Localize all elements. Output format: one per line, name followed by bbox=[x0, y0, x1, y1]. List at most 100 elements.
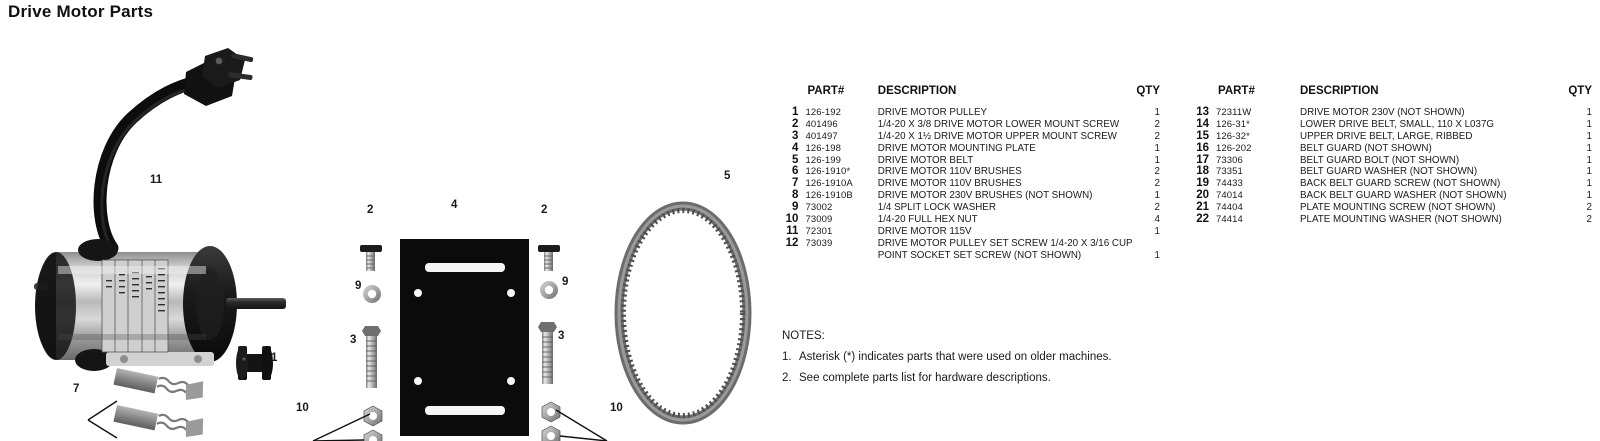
row-description: PLATE MOUNTING WASHER (NOT SHOWN) bbox=[1300, 214, 1502, 226]
plate-slot-bottom bbox=[425, 406, 505, 415]
row-description: DRIVE MOTOR 110V BRUSHES bbox=[877, 166, 1022, 178]
row-description: BELT GUARD WASHER (NOT SHOWN) bbox=[1300, 166, 1478, 178]
row-description: 1/4-20 X 3/8 DRIVE MOTOR LOWER MOUNT SCR… bbox=[877, 118, 1120, 130]
row-item-number: 6 bbox=[792, 165, 799, 178]
parts-illustration: 11 7 1 2 2 9 9 3 3 4 10 10 5 bbox=[0, 28, 780, 441]
belt-teeth bbox=[621, 208, 745, 418]
motor-brushes-group bbox=[87, 368, 204, 439]
plate-hole-tr bbox=[507, 289, 515, 297]
row-qty: 1 bbox=[1154, 106, 1160, 118]
row-description: 1/4 SPLIT LOCK WASHER bbox=[877, 202, 996, 214]
power-cord-highlight bbox=[100, 85, 197, 250]
row-item-number: 8 bbox=[792, 189, 799, 202]
table-row: 2 401496 1/4-20 X 3/8 DRIVE MOTOR LOWER MO… bbox=[782, 118, 1160, 131]
row-item-number: 18 bbox=[1196, 165, 1209, 178]
motor-brush-cap-bottom bbox=[75, 349, 113, 371]
split-lock-washer-left bbox=[363, 285, 381, 303]
split-lock-washer-right bbox=[540, 281, 558, 299]
row-item-number: 20 bbox=[1196, 189, 1209, 202]
row-item-number: 9 bbox=[792, 201, 799, 214]
row-part-number: 73002 bbox=[805, 202, 833, 214]
table-row-continuation: POINT SOCKET SET SCREW (NOT SHOWN) 1 bbox=[782, 250, 1160, 262]
row-qty: 2 bbox=[1586, 214, 1592, 226]
row-description: UPPER DRIVE BELT, LARGE, RIBBED bbox=[1300, 130, 1473, 142]
motor-body bbox=[34, 239, 286, 371]
row-qty: 1 bbox=[1154, 249, 1160, 261]
row-description: LOWER DRIVE BELT, SMALL, 110 X L037G bbox=[1300, 118, 1495, 130]
callout-3-right: 3 bbox=[558, 330, 565, 342]
header-description-left: DESCRIPTION bbox=[877, 85, 957, 97]
row-qty: 1 bbox=[1586, 190, 1592, 202]
header-qty-left: QTY bbox=[1136, 85, 1160, 97]
callout-10-left: 10 bbox=[296, 402, 309, 414]
drive-motor-assembly bbox=[34, 48, 286, 371]
leader-line-7b bbox=[87, 419, 118, 439]
row-description: 1/4-20 X 1½ DRIVE MOTOR UPPER MOUNT SCRE… bbox=[877, 130, 1117, 142]
row-description: BACK BELT GUARD WASHER (NOT SHOWN) bbox=[1300, 190, 1507, 202]
row-part-number: 126-192 bbox=[805, 106, 842, 118]
table-header-row-left: PART# DESCRIPTION QTY bbox=[782, 85, 1160, 107]
row-description: DRIVE MOTOR 230V (NOT SHOWN) bbox=[1300, 106, 1465, 118]
row-item-number: 3 bbox=[792, 129, 799, 142]
brush-upper bbox=[113, 368, 204, 401]
lower-mount-screw-right bbox=[538, 245, 560, 271]
row-item-number: 4 bbox=[792, 141, 799, 154]
leader-line-10c bbox=[555, 409, 608, 441]
row-item-number: 15 bbox=[1196, 129, 1209, 142]
callout-4: 4 bbox=[451, 199, 458, 211]
header-part-right: PART# bbox=[1218, 85, 1255, 97]
row-part-number: 72311W bbox=[1216, 106, 1252, 118]
row-part-number: 401497 bbox=[805, 130, 838, 142]
hex-nut-left-lower bbox=[363, 429, 383, 441]
upper-mount-screw-left bbox=[362, 326, 381, 388]
row-part-number: 401496 bbox=[805, 118, 838, 130]
row-description: POINT SOCKET SET SCREW (NOT SHOWN) bbox=[877, 249, 1082, 261]
row-description: PLATE MOUNTING SCREW (NOT SHOWN) bbox=[1300, 202, 1496, 214]
row-description: DRIVE MOTOR PULLEY bbox=[877, 106, 988, 118]
row-part-number: 126-1910B bbox=[805, 190, 853, 202]
row-part-number: 74404 bbox=[1216, 202, 1243, 214]
hex-nut-left-upper bbox=[363, 405, 383, 427]
row-description: DRIVE MOTOR 115V bbox=[877, 225, 972, 237]
callout-7: 7 bbox=[73, 383, 80, 395]
brush-lower bbox=[113, 404, 204, 438]
row-part-number: 73039 bbox=[805, 237, 833, 249]
row-qty: 1 bbox=[1154, 190, 1160, 202]
row-qty: 4 bbox=[1154, 214, 1160, 226]
row-qty: 1 bbox=[1154, 154, 1160, 166]
row-part-number: 126-1910* bbox=[805, 166, 851, 178]
motor-mounting-plate bbox=[400, 239, 529, 436]
lower-mount-screw-left bbox=[360, 245, 382, 271]
row-qty: 2 bbox=[1154, 118, 1160, 130]
leader-line-10d bbox=[559, 435, 608, 441]
row-item-number: 22 bbox=[1196, 213, 1209, 226]
row-description: BELT GUARD (NOT SHOWN) bbox=[1300, 142, 1432, 154]
row-part-number: 126-198 bbox=[805, 142, 842, 154]
header-item-left bbox=[782, 86, 805, 107]
row-item-number: 7 bbox=[792, 177, 799, 190]
motor-spec-label bbox=[101, 259, 169, 353]
callout-9-right: 9 bbox=[562, 276, 569, 288]
row-item-number: 5 bbox=[792, 153, 799, 166]
note-item: 1. Asterisk (*) indicates parts that wer… bbox=[782, 351, 1182, 363]
row-item-number bbox=[782, 250, 805, 262]
row-part-number: 72301 bbox=[805, 225, 833, 237]
row-part-number: 126-32* bbox=[1216, 130, 1250, 142]
row-qty: 1 bbox=[1586, 106, 1592, 118]
callout-9-left: 9 bbox=[355, 280, 362, 292]
row-item-number: 19 bbox=[1196, 177, 1209, 190]
row-description: DRIVE MOTOR BELT bbox=[877, 154, 974, 166]
note-number: 2. bbox=[782, 372, 792, 384]
row-part-number: 73351 bbox=[1216, 166, 1243, 178]
